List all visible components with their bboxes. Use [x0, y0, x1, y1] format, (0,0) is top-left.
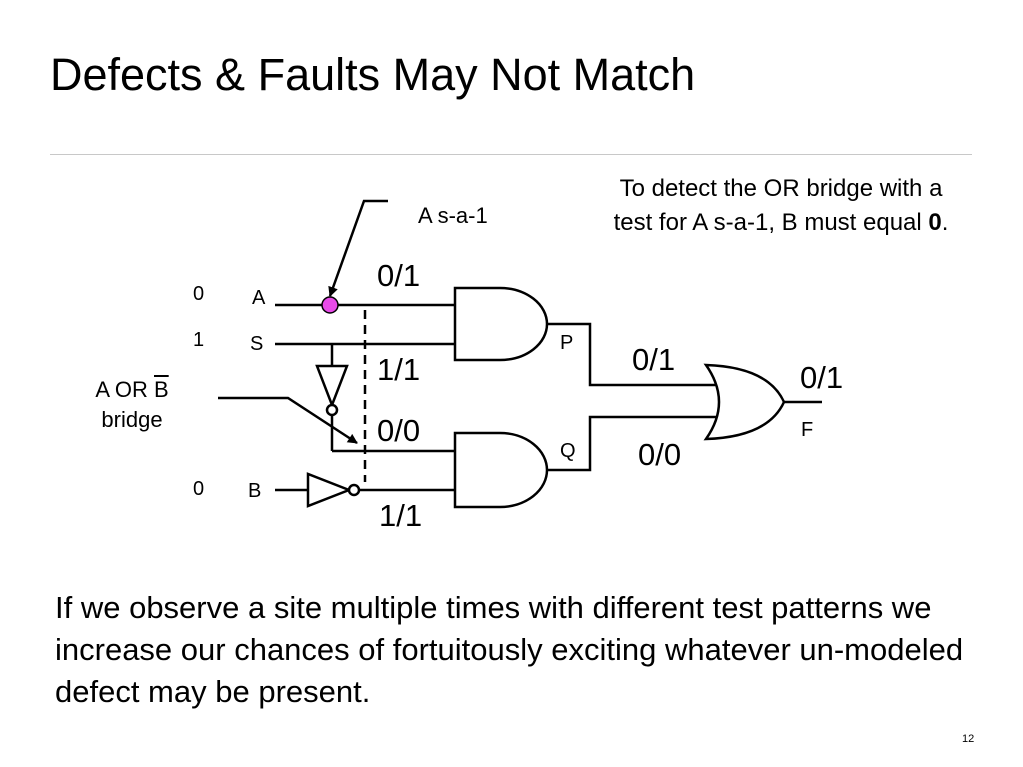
input-a-value: 0 [193, 283, 205, 305]
net-p-label: P [560, 332, 574, 354]
net-f-label: F [801, 419, 814, 441]
input-b-value: 0 [193, 478, 205, 500]
bridge-label-line-2: bridge [101, 407, 163, 432]
bridge-label: A OR B bridge [80, 375, 184, 435]
slide-title: Defects & Faults May Not Match [50, 49, 696, 100]
input-s-label: S [250, 333, 264, 355]
note-line-1: To detect the OR bridge with a [619, 175, 943, 202]
fault-site-marker [321, 296, 339, 314]
input-b-label: B [248, 480, 262, 502]
value-and1-a: 0/1 [377, 258, 421, 293]
wire-p [547, 322, 716, 387]
fault-callout-arrow [328, 199, 388, 297]
value-q: 0/0 [638, 437, 682, 472]
value-p: 0/1 [632, 342, 676, 377]
value-and1-s: 1/1 [377, 352, 421, 387]
bridge-arrow [218, 396, 358, 445]
input-a-label: A [252, 287, 266, 309]
bridge-label-b-bar: B [154, 377, 169, 402]
and-gate-2-icon [453, 431, 549, 509]
note-period: . [941, 208, 949, 236]
value-and2-a-not: 0/0 [377, 413, 421, 448]
or-gate-icon [703, 363, 786, 441]
inverter-b-icon [306, 472, 361, 508]
body-paragraph: If we observe a site multiple times with… [55, 590, 964, 709]
note-line-2: test for A s-a-1, B must equal [613, 208, 929, 236]
wire-s-branch [330, 344, 455, 453]
detection-note: To detect the OR bridge with a test for … [540, 172, 1022, 239]
title-divider [50, 154, 972, 155]
inverter-s-icon [315, 364, 349, 417]
fault-label: A s-a-1 [418, 203, 488, 228]
bridge-label-prefix: A OR [95, 377, 154, 402]
value-f: 0/1 [800, 360, 844, 395]
and-gate-1-icon [453, 286, 549, 362]
wire-q [547, 415, 716, 472]
slide-number: 12 [962, 733, 975, 745]
note-required-value: 0 [928, 208, 942, 236]
net-q-label: Q [560, 440, 576, 462]
value-and2-b-not: 1/1 [379, 498, 423, 533]
input-s-value: 1 [193, 329, 205, 351]
